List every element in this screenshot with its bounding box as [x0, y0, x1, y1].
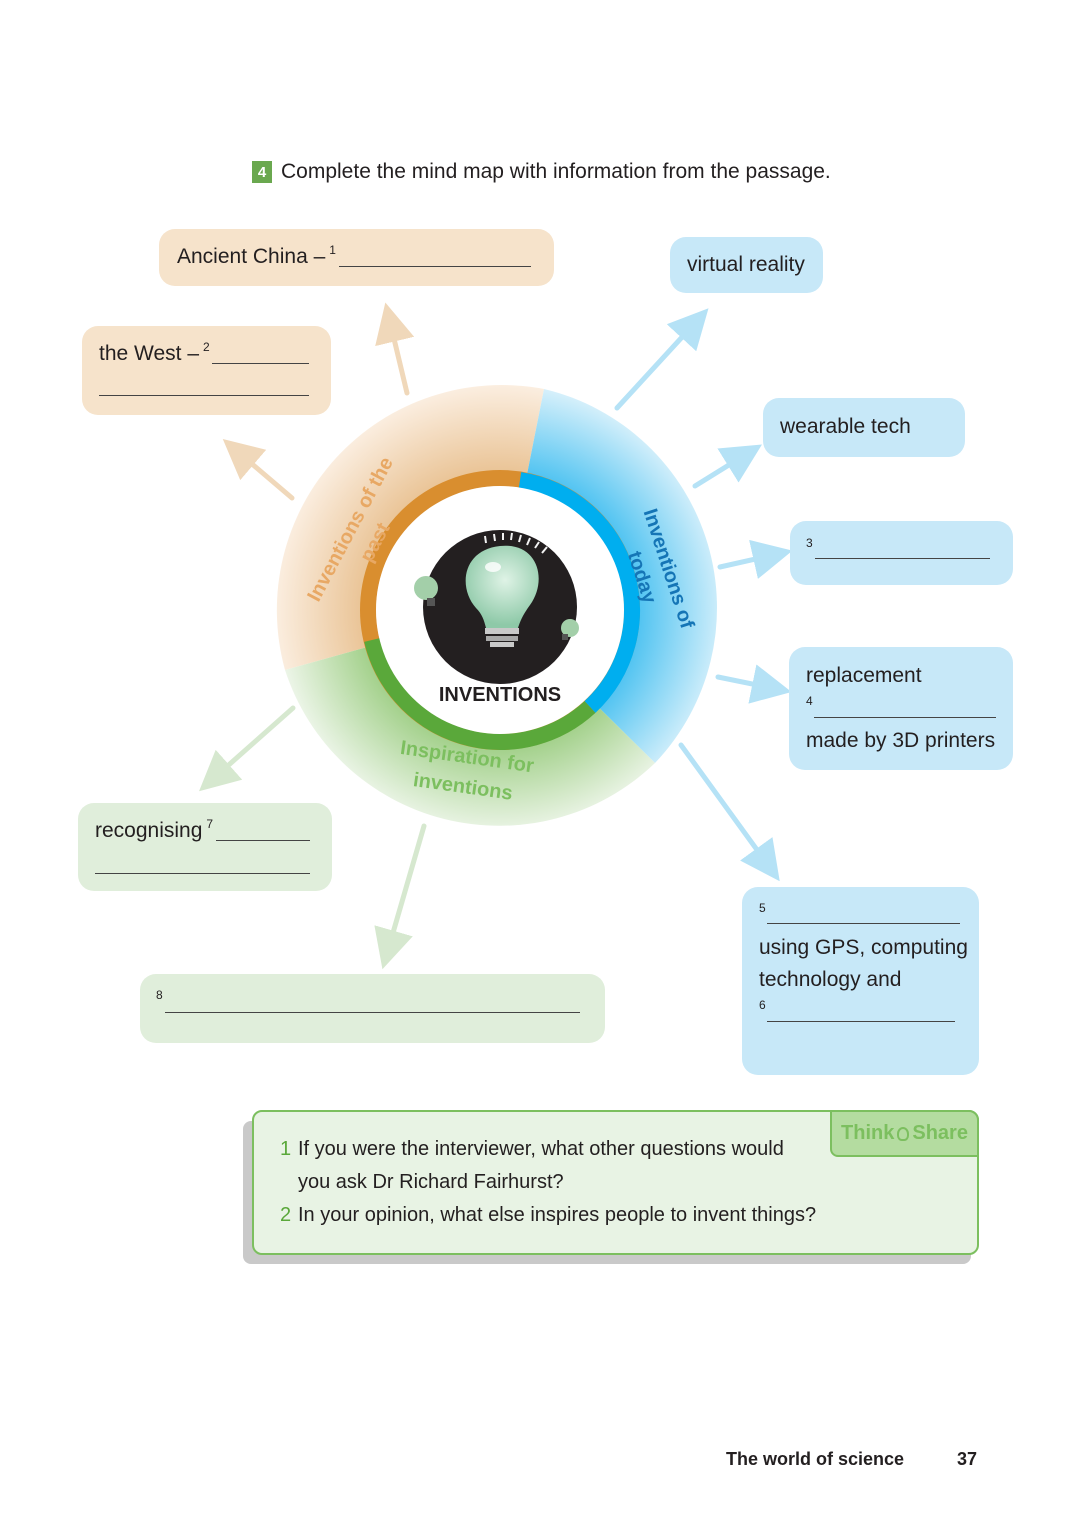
- blank-number: 5: [759, 901, 766, 915]
- answer-blank-7a[interactable]: [216, 840, 310, 841]
- instruction-text: Complete the mind map with information f…: [281, 160, 831, 183]
- answer-blank-3[interactable]: [815, 558, 990, 559]
- think-share-badge: Think Share: [830, 1110, 979, 1157]
- question-number: 2: [280, 1204, 292, 1226]
- arrow-box-5: [678, 742, 780, 882]
- box-replacement: replacement 4 made by 3D printers: [789, 647, 1013, 770]
- replacement-text: replacement: [806, 664, 922, 687]
- arrow-virtual-reality: [614, 308, 709, 411]
- center-label: INVENTIONS: [438, 684, 562, 706]
- answer-blank-8[interactable]: [165, 1012, 580, 1013]
- arrow-ancient-china: [375, 302, 415, 396]
- blank-number: 1: [329, 243, 336, 257]
- blank-number: 8: [156, 988, 163, 1002]
- the-west-text: the West –2: [99, 340, 210, 365]
- answer-blank-2b[interactable]: [99, 395, 309, 396]
- question-1-line-2: you ask Dr Richard Fairhurst?: [298, 1171, 564, 1193]
- instruction: 4 Complete the mind map with information…: [252, 160, 831, 184]
- box-ancient-china: Ancient China –1: [159, 229, 554, 286]
- wearable-tech-text: wearable tech: [780, 415, 911, 438]
- box-virtual-reality: virtual reality: [670, 237, 823, 293]
- answer-blank-5[interactable]: [767, 923, 960, 924]
- gps-text-1: using GPS, computing: [759, 936, 968, 959]
- bulb-icon: [897, 1126, 910, 1141]
- box-the-west: the West –2: [82, 326, 331, 415]
- box-blank-3: 3: [790, 521, 1013, 585]
- badge-share: Share: [912, 1122, 968, 1144]
- box-blank-8: 8: [140, 974, 605, 1043]
- page-number: 37: [957, 1449, 978, 1469]
- gps-text-2: technology and: [759, 968, 902, 991]
- virtual-reality-text: virtual reality: [687, 253, 805, 276]
- ancient-china-text: Ancient China –1: [177, 243, 336, 268]
- badge-think: Think: [841, 1122, 895, 1144]
- question-2-line-1: In your opinion, what else inspires peop…: [298, 1204, 817, 1226]
- arrow-recognising: [199, 705, 296, 792]
- arrow-blank-8: [374, 823, 427, 970]
- answer-blank-2a[interactable]: [212, 363, 309, 364]
- box-5: 5 using GPS, computing technology and 6: [742, 887, 979, 1075]
- answer-blank-7b[interactable]: [95, 873, 310, 874]
- blank-number: 2: [203, 340, 210, 354]
- blank-number: 6: [759, 998, 766, 1012]
- answer-blank-4[interactable]: [814, 717, 996, 718]
- answer-blank-6[interactable]: [767, 1021, 955, 1022]
- question-1-line-1: If you were the interviewer, what other …: [298, 1138, 784, 1160]
- blank-number: 4: [806, 694, 813, 708]
- blank-number: 3: [806, 536, 813, 550]
- box-wearable-tech: wearable tech: [763, 398, 965, 457]
- arrow-replacement: [715, 664, 792, 704]
- exercise-number: 4: [252, 161, 272, 183]
- answer-blank-1[interactable]: [339, 266, 531, 267]
- arrow-blank-3: [717, 539, 793, 579]
- arrow-wearable-tech: [692, 444, 762, 489]
- 3d-printers-text: made by 3D printers: [806, 729, 996, 752]
- blank-number: 7: [206, 817, 214, 831]
- footer-title: The world of science: [726, 1449, 905, 1469]
- arrow-the-west: [222, 439, 295, 501]
- question-number: 1: [280, 1138, 292, 1160]
